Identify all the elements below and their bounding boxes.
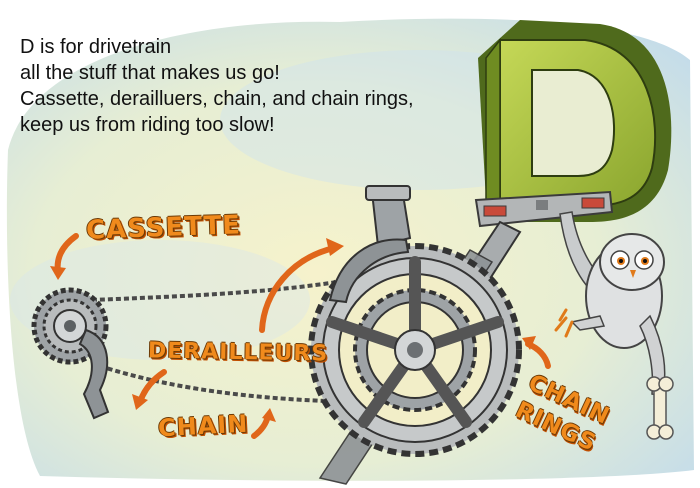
poem-line-4: keep us from riding too slow! xyxy=(20,114,275,136)
rear-derailleur xyxy=(78,328,110,420)
letter-d xyxy=(478,20,672,222)
bone-icon xyxy=(646,376,674,440)
owl-icon xyxy=(554,211,666,397)
chainring xyxy=(308,243,522,457)
chain-bottom xyxy=(99,364,381,404)
poem-line-1: D is for drivetrain xyxy=(20,36,172,58)
poem-text: D is for drivetrain all the stuff that m… xyxy=(20,34,490,138)
front-derailleur xyxy=(328,185,412,304)
chain-label: CHAIN xyxy=(157,409,249,443)
poem-line-2: all the stuff that makes us go! xyxy=(20,62,280,84)
pedal-icon xyxy=(474,190,614,228)
cassette-label: CASSETTE xyxy=(85,210,242,246)
poem-line-3: Cassette, derailluers, chain, and chain … xyxy=(20,88,414,110)
derailleurs-label: DERAILLEURS xyxy=(147,338,329,367)
